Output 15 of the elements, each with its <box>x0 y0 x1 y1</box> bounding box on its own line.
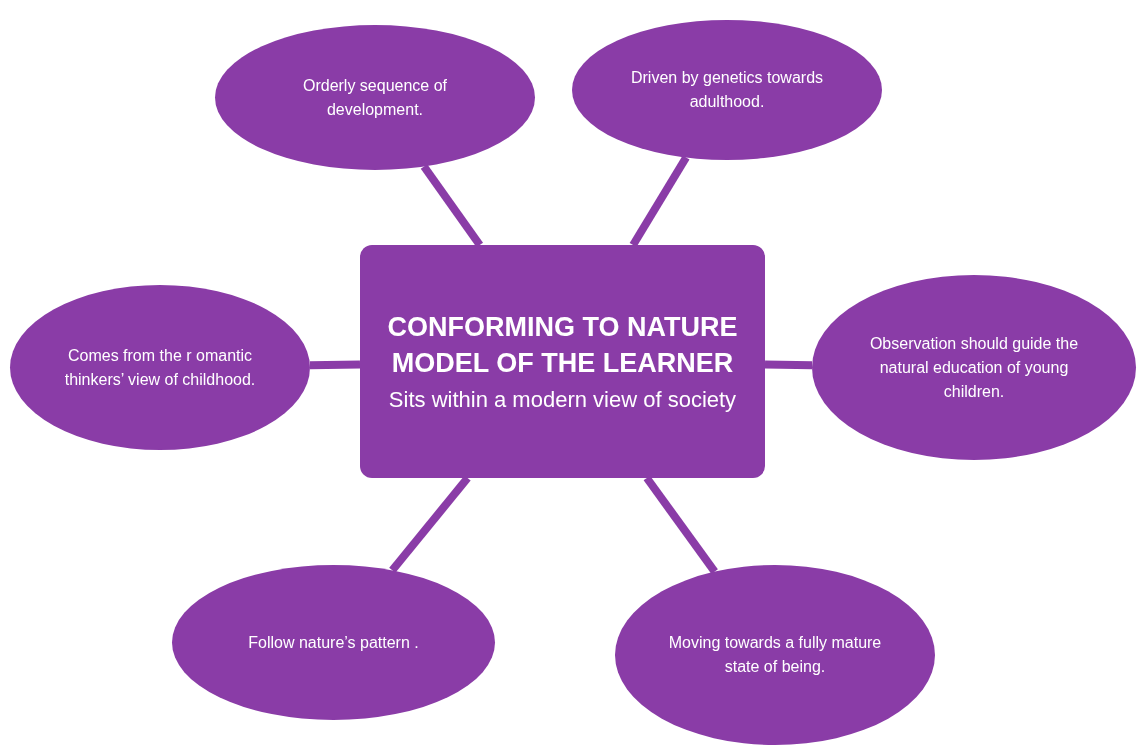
central-box <box>360 245 765 478</box>
connector-line <box>309 360 361 370</box>
idea-text: Follow nature’s pattern . <box>248 632 419 653</box>
main-title: CONFORMING TO NATURE MODEL OF THE LEARNER <box>386 310 739 380</box>
idea-text: Moving towards a fully mature state of being. <box>667 633 883 677</box>
connector-line <box>629 155 690 248</box>
idea-text: Comes from the r omantic thinkers’ view of childhood. <box>63 345 257 390</box>
idea-text: Driven by genetics towards adulthood. <box>629 68 825 112</box>
connector-line <box>643 475 718 574</box>
connector-line <box>420 164 484 248</box>
connector-line <box>389 475 471 573</box>
idea-text: Orderly sequence of development. <box>301 75 449 120</box>
subtitle: Sits within a modern view of society <box>388 385 737 414</box>
idea-text: Observation should guide the natural education of young children. <box>868 333 1080 402</box>
connector-line <box>764 360 813 370</box>
